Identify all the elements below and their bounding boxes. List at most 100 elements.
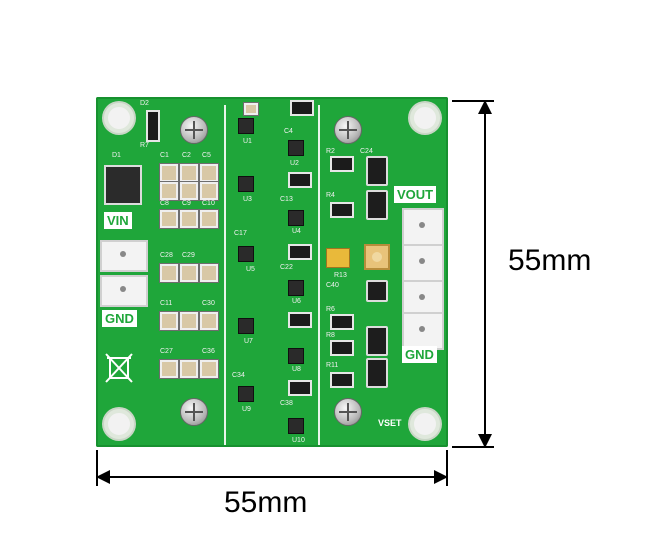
vout-pad-1 [402, 208, 444, 246]
height-dimension-tick-bottom [452, 446, 494, 448]
ic-u4 [288, 210, 304, 226]
resistor-r6 [330, 314, 354, 330]
resistor-r4 [330, 202, 354, 218]
label-r6: R6 [326, 306, 335, 313]
label-c27: C27 [160, 348, 173, 355]
screw-bottom-left [180, 398, 208, 426]
capacitor-c2b [180, 182, 198, 200]
label-c2: C2 [182, 152, 191, 159]
label-c24: C24 [360, 148, 373, 155]
screw-top-left [180, 116, 208, 144]
label-c13: C13 [280, 196, 293, 203]
label-u5: U5 [246, 266, 255, 273]
capacitor-c24 [366, 156, 388, 186]
ic-u10 [288, 418, 304, 434]
label-u10: U10 [292, 437, 305, 444]
label-c10: C10 [202, 200, 215, 207]
label-c34: C34 [232, 372, 245, 379]
resistor-mid-2 [288, 244, 312, 260]
label-u2: U2 [290, 160, 299, 167]
width-dimension-tick-left [96, 450, 98, 486]
mounting-hole-top-left [104, 103, 134, 133]
width-arrowheads [96, 470, 448, 484]
capacitor-c25 [366, 190, 388, 220]
label-c22: C22 [280, 264, 293, 271]
label-u8: U8 [292, 366, 301, 373]
resistor-r8 [330, 340, 354, 356]
capacitor-c1 [160, 164, 178, 182]
height-dimension-tick-top [452, 100, 494, 102]
resistor-r2 [330, 156, 354, 172]
resistor-mid-3 [288, 312, 312, 328]
pcb-board [96, 97, 448, 447]
label-c8: C8 [160, 200, 169, 207]
ic-u3 [238, 176, 254, 192]
vout-pad-2 [402, 244, 444, 282]
section-divider-left [224, 105, 226, 445]
screw-top-right [334, 116, 362, 144]
label-r2: R2 [326, 148, 335, 155]
label-c40: C40 [326, 282, 339, 289]
label-u7: U7 [244, 338, 253, 345]
resistor-r11 [330, 372, 354, 388]
label-r11: R11 [326, 362, 339, 369]
capacitor-c5 [200, 164, 218, 182]
weee-recycle-icon [105, 353, 133, 383]
capacitor-c11 [160, 312, 178, 330]
capacitor-c-top [244, 103, 258, 115]
label-c11: C11 [160, 300, 173, 307]
capacitor-c2 [180, 164, 198, 182]
label-u6: U6 [292, 298, 301, 305]
vset-label: VSET [378, 418, 402, 428]
resistor-mid-1 [288, 172, 312, 188]
capacitor-c12 [180, 312, 198, 330]
label-d2: D2 [140, 100, 149, 107]
vin-pad [100, 240, 148, 272]
width-dimension-label: 55mm [224, 486, 308, 519]
label-r13: R13 [334, 272, 347, 279]
label-c5: C5 [202, 152, 211, 159]
label-u9: U9 [242, 406, 251, 413]
gnd-pad-left [100, 275, 148, 307]
screw-bottom-right [334, 398, 362, 426]
gnd-pad-right-1 [402, 280, 444, 318]
label-r8: R8 [326, 332, 335, 339]
height-dimension-line [484, 100, 486, 448]
width-dimension-line [96, 476, 448, 478]
label-r7: R7 [140, 142, 149, 149]
capacitor-c10 [200, 210, 218, 228]
trimmer-potentiometer[interactable] [364, 244, 390, 270]
ic-u6 [288, 280, 304, 296]
label-c9: C9 [182, 200, 191, 207]
capacitor-c42 [366, 358, 388, 388]
gnd-label-right: GND [402, 346, 437, 363]
capacitor-c27 [160, 360, 178, 378]
label-u1: U1 [243, 138, 252, 145]
capacitor-c28 [160, 264, 178, 282]
capacitor-c1b [160, 182, 178, 200]
diode-d2 [146, 110, 160, 142]
capacitor-c8 [160, 210, 178, 228]
vin-label: VIN [104, 212, 132, 229]
diode-d1 [104, 165, 142, 205]
gnd-pad-right-2 [402, 312, 444, 350]
gnd-label-left: GND [102, 310, 137, 327]
width-dimension-tick-right [446, 450, 448, 486]
ic-u8 [288, 348, 304, 364]
capacitor-c36 [200, 360, 218, 378]
label-c38: C38 [280, 400, 293, 407]
capacitor-c40 [366, 280, 388, 302]
height-arrowheads [478, 100, 492, 448]
vout-label: VOUT [394, 186, 437, 203]
mounting-hole-bottom-left [104, 409, 134, 439]
label-r4: R4 [326, 192, 335, 199]
mounting-hole-bottom-right [410, 409, 440, 439]
capacitor-c9 [180, 210, 198, 228]
label-c4: C4 [284, 128, 293, 135]
ic-u2 [288, 140, 304, 156]
label-c36: C36 [202, 348, 215, 355]
component-orange [326, 248, 350, 268]
resistor-r-top [290, 100, 314, 116]
label-u3: U3 [243, 196, 252, 203]
capacitor-c29 [180, 264, 198, 282]
